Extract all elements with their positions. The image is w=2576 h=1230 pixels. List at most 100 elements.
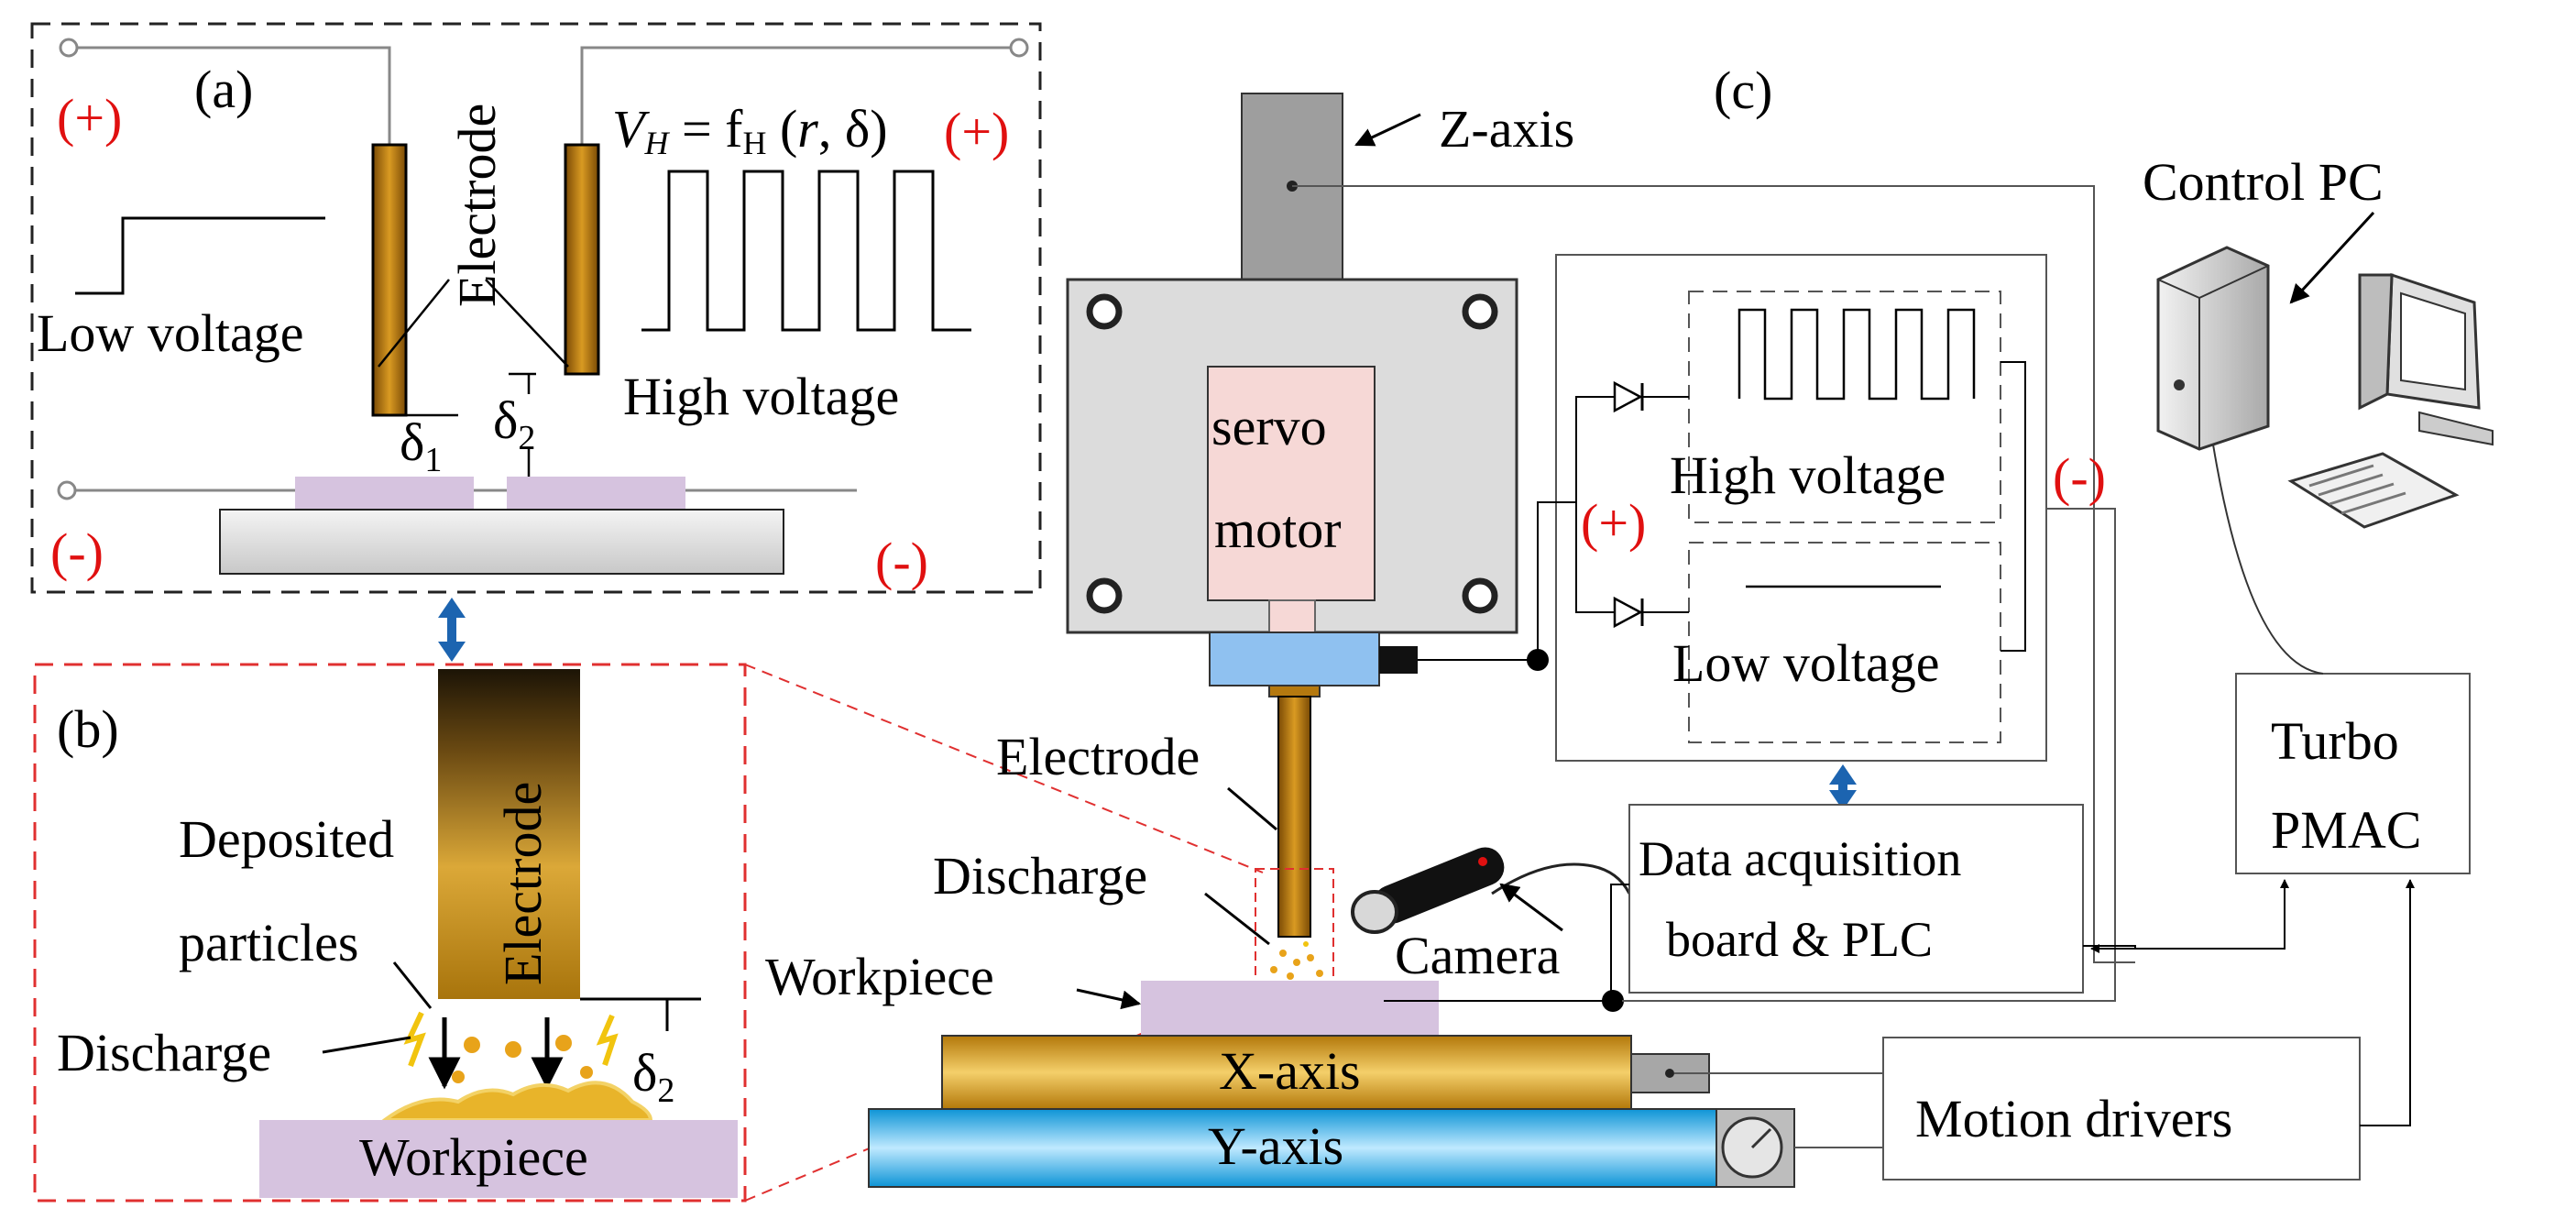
electrode-b-tip	[438, 999, 580, 1003]
workpiece-a-left	[295, 477, 474, 510]
particle	[505, 1041, 521, 1058]
chuck-connector	[1379, 646, 1418, 674]
spark-right	[596, 1014, 619, 1066]
electrode-low	[371, 143, 408, 417]
leader-electrode-c	[1227, 786, 1277, 831]
camera-label: Camera	[1395, 926, 1560, 985]
y-axis-label: Y-axis	[1208, 1116, 1343, 1176]
wire-minus	[1622, 508, 2116, 1002]
panel-a-frame	[30, 22, 1042, 594]
particle	[452, 1071, 465, 1083]
plus-label-c: (+)	[1581, 493, 1646, 553]
terminal-top-right	[1009, 38, 1029, 58]
y-axis-stage	[868, 1108, 1717, 1188]
panel-c-tag: (c)	[1714, 60, 1772, 120]
y-axis-motor-needle	[1750, 1127, 1772, 1149]
electrode-label-b: Electrode	[493, 782, 553, 985]
wire-daq-workpiece	[1610, 884, 1629, 1001]
workpiece-arrow	[1076, 988, 1142, 1010]
servo-shaft	[1268, 599, 1316, 633]
pc-tower	[2156, 246, 2270, 451]
formula-f-sub: H	[742, 125, 766, 161]
deposited-label-2: particles	[179, 913, 358, 972]
low-voltage-label-c: Low voltage	[1672, 633, 1940, 693]
diode-high	[1613, 380, 1643, 413]
wire-plus	[1537, 501, 1576, 660]
turbo-label-2: PMAC	[2271, 800, 2421, 860]
daq-label-2: board & PLC	[1666, 912, 1933, 967]
link-arrow-a-b	[438, 598, 466, 662]
leader-discharge-c	[1204, 892, 1270, 946]
spark-left	[403, 1011, 426, 1068]
workpiece-label-b: Workpiece	[359, 1127, 588, 1187]
leader-discharge-b	[322, 1036, 411, 1054]
high-voltage-label: High voltage	[623, 367, 899, 426]
x-axis-label: X-axis	[1219, 1041, 1361, 1101]
falling-particles	[452, 1035, 593, 1083]
zoom-line-top	[744, 664, 1264, 873]
formula-r: r	[797, 99, 818, 159]
electrode-chuck	[1209, 631, 1380, 686]
discharge-label-b: Discharge	[57, 1023, 271, 1082]
turbo-pmac	[2235, 673, 2471, 874]
formula-open: (	[766, 99, 797, 159]
delta1-label: δ1	[400, 412, 442, 479]
formula-v: V	[612, 99, 651, 159]
panel-c: (c) Z-axis servo motor	[765, 60, 2494, 1188]
deposit-pile	[378, 1081, 653, 1122]
motion-drivers	[1882, 1037, 2361, 1181]
minus-left-label: (-)	[50, 522, 104, 582]
turbo-label-1: Turbo	[2271, 711, 2399, 771]
x-axis-stage	[941, 1035, 1632, 1110]
servo-motor	[1207, 366, 1376, 601]
formula-rest: , δ)	[818, 99, 888, 159]
panel-a: (a) (+) (+) (-) (-) Low voltage High vol…	[30, 22, 1042, 594]
bolt-tr	[1462, 293, 1498, 330]
workpiece-c	[1141, 981, 1439, 1036]
z-axis-arrow	[1354, 113, 1421, 147]
electrode-high	[564, 143, 600, 376]
plus-right-label: (+)	[944, 102, 1009, 161]
leader-deposited	[392, 961, 433, 1009]
formula-eq: = f	[668, 99, 743, 159]
workpiece-b	[259, 1120, 738, 1198]
substrate-a	[219, 509, 784, 575]
leader-electrode-low	[378, 279, 450, 368]
terminal-top-left	[59, 38, 79, 58]
panel-a-tag: (a)	[194, 60, 253, 119]
camera-cable	[1491, 862, 1631, 895]
servo-label-1: servo	[1211, 397, 1327, 456]
control-pc-label: Control PC	[2143, 152, 2384, 212]
electrode-c	[1277, 696, 1311, 938]
discharge-sparks	[1270, 941, 1323, 980]
z-axis-label: Z-axis	[1439, 99, 1574, 159]
bolt-bl	[1086, 577, 1123, 614]
particle	[555, 1035, 572, 1051]
camera-led	[1478, 857, 1487, 866]
leader-electrode-high	[485, 279, 569, 368]
daq-label-1: Data acquisition	[1639, 831, 1961, 886]
camera-lens	[1351, 890, 1398, 934]
workpiece-label-c: Workpiece	[765, 947, 994, 1006]
wire-top-right	[580, 46, 1011, 145]
low-voltage-label: Low voltage	[37, 303, 304, 363]
electrode-collar	[1268, 685, 1321, 697]
workpiece-node	[1602, 990, 1624, 1012]
deposited-label-1: Deposited	[179, 809, 394, 869]
workpiece-a-right	[507, 477, 685, 510]
particle	[464, 1037, 480, 1053]
camera	[1351, 847, 1631, 934]
bolt-br	[1462, 577, 1498, 614]
delta2-label-a: δ2	[493, 390, 535, 457]
delta1-sub: 1	[424, 441, 442, 479]
x-axis-node	[1665, 1069, 1674, 1078]
minus-label-c: (-)	[2053, 447, 2106, 507]
electrode-b	[438, 669, 580, 999]
terminal-bottom-left	[57, 480, 77, 500]
control-pc	[2156, 246, 2494, 529]
high-voltage-module	[1688, 291, 2001, 523]
high-voltage-label-c: High voltage	[1670, 445, 1946, 505]
wire-pc-pmac	[2212, 444, 2324, 675]
delta2-sub-b: 2	[657, 1071, 674, 1110]
